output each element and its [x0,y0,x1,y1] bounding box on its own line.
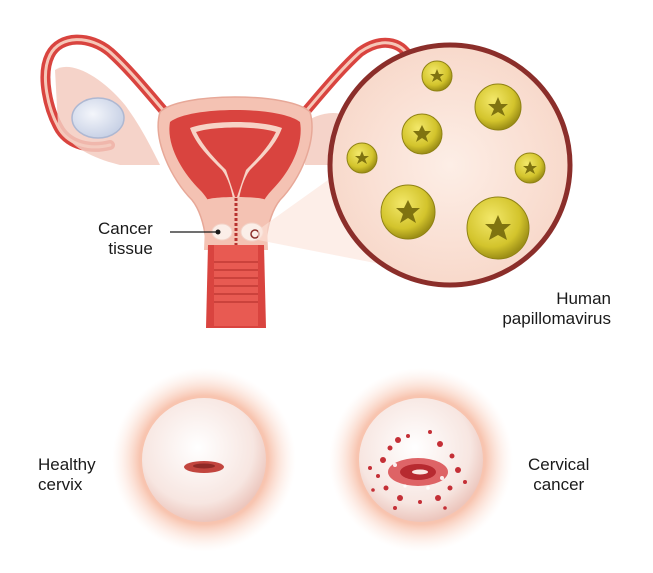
hpv-particle [467,197,529,259]
label-cancer-tissue-line1: Cancer [98,219,153,239]
cancer-cervix [329,368,513,552]
hpv-particle [402,114,442,154]
label-healthy-cervix: Healthy cervix [38,455,96,495]
label-hpv-line1: Human [502,289,611,309]
label-cancer-tissue-line2: tissue [98,239,153,259]
label-healthy-line2: cervix [38,475,96,495]
hpv-particle [422,61,452,91]
label-hpv-line2: papillomavirus [502,309,611,329]
label-hpv: Human papillomavirus [502,289,611,329]
left-ovary [72,98,124,138]
hpv-particle [347,143,377,173]
healthy-cervix [112,368,296,552]
label-healthy-line1: Healthy [38,455,96,475]
cancer-os [412,470,428,475]
hpv-particle [515,153,545,183]
hpv-particle [475,84,521,130]
label-cancer-tissue: Cancer tissue [98,219,153,259]
label-cervical-cancer: Cervical cancer [528,455,589,495]
hpv-particle [381,185,435,239]
label-cervical-line2: cancer [528,475,589,495]
label-cervical-line1: Cervical [528,455,589,475]
